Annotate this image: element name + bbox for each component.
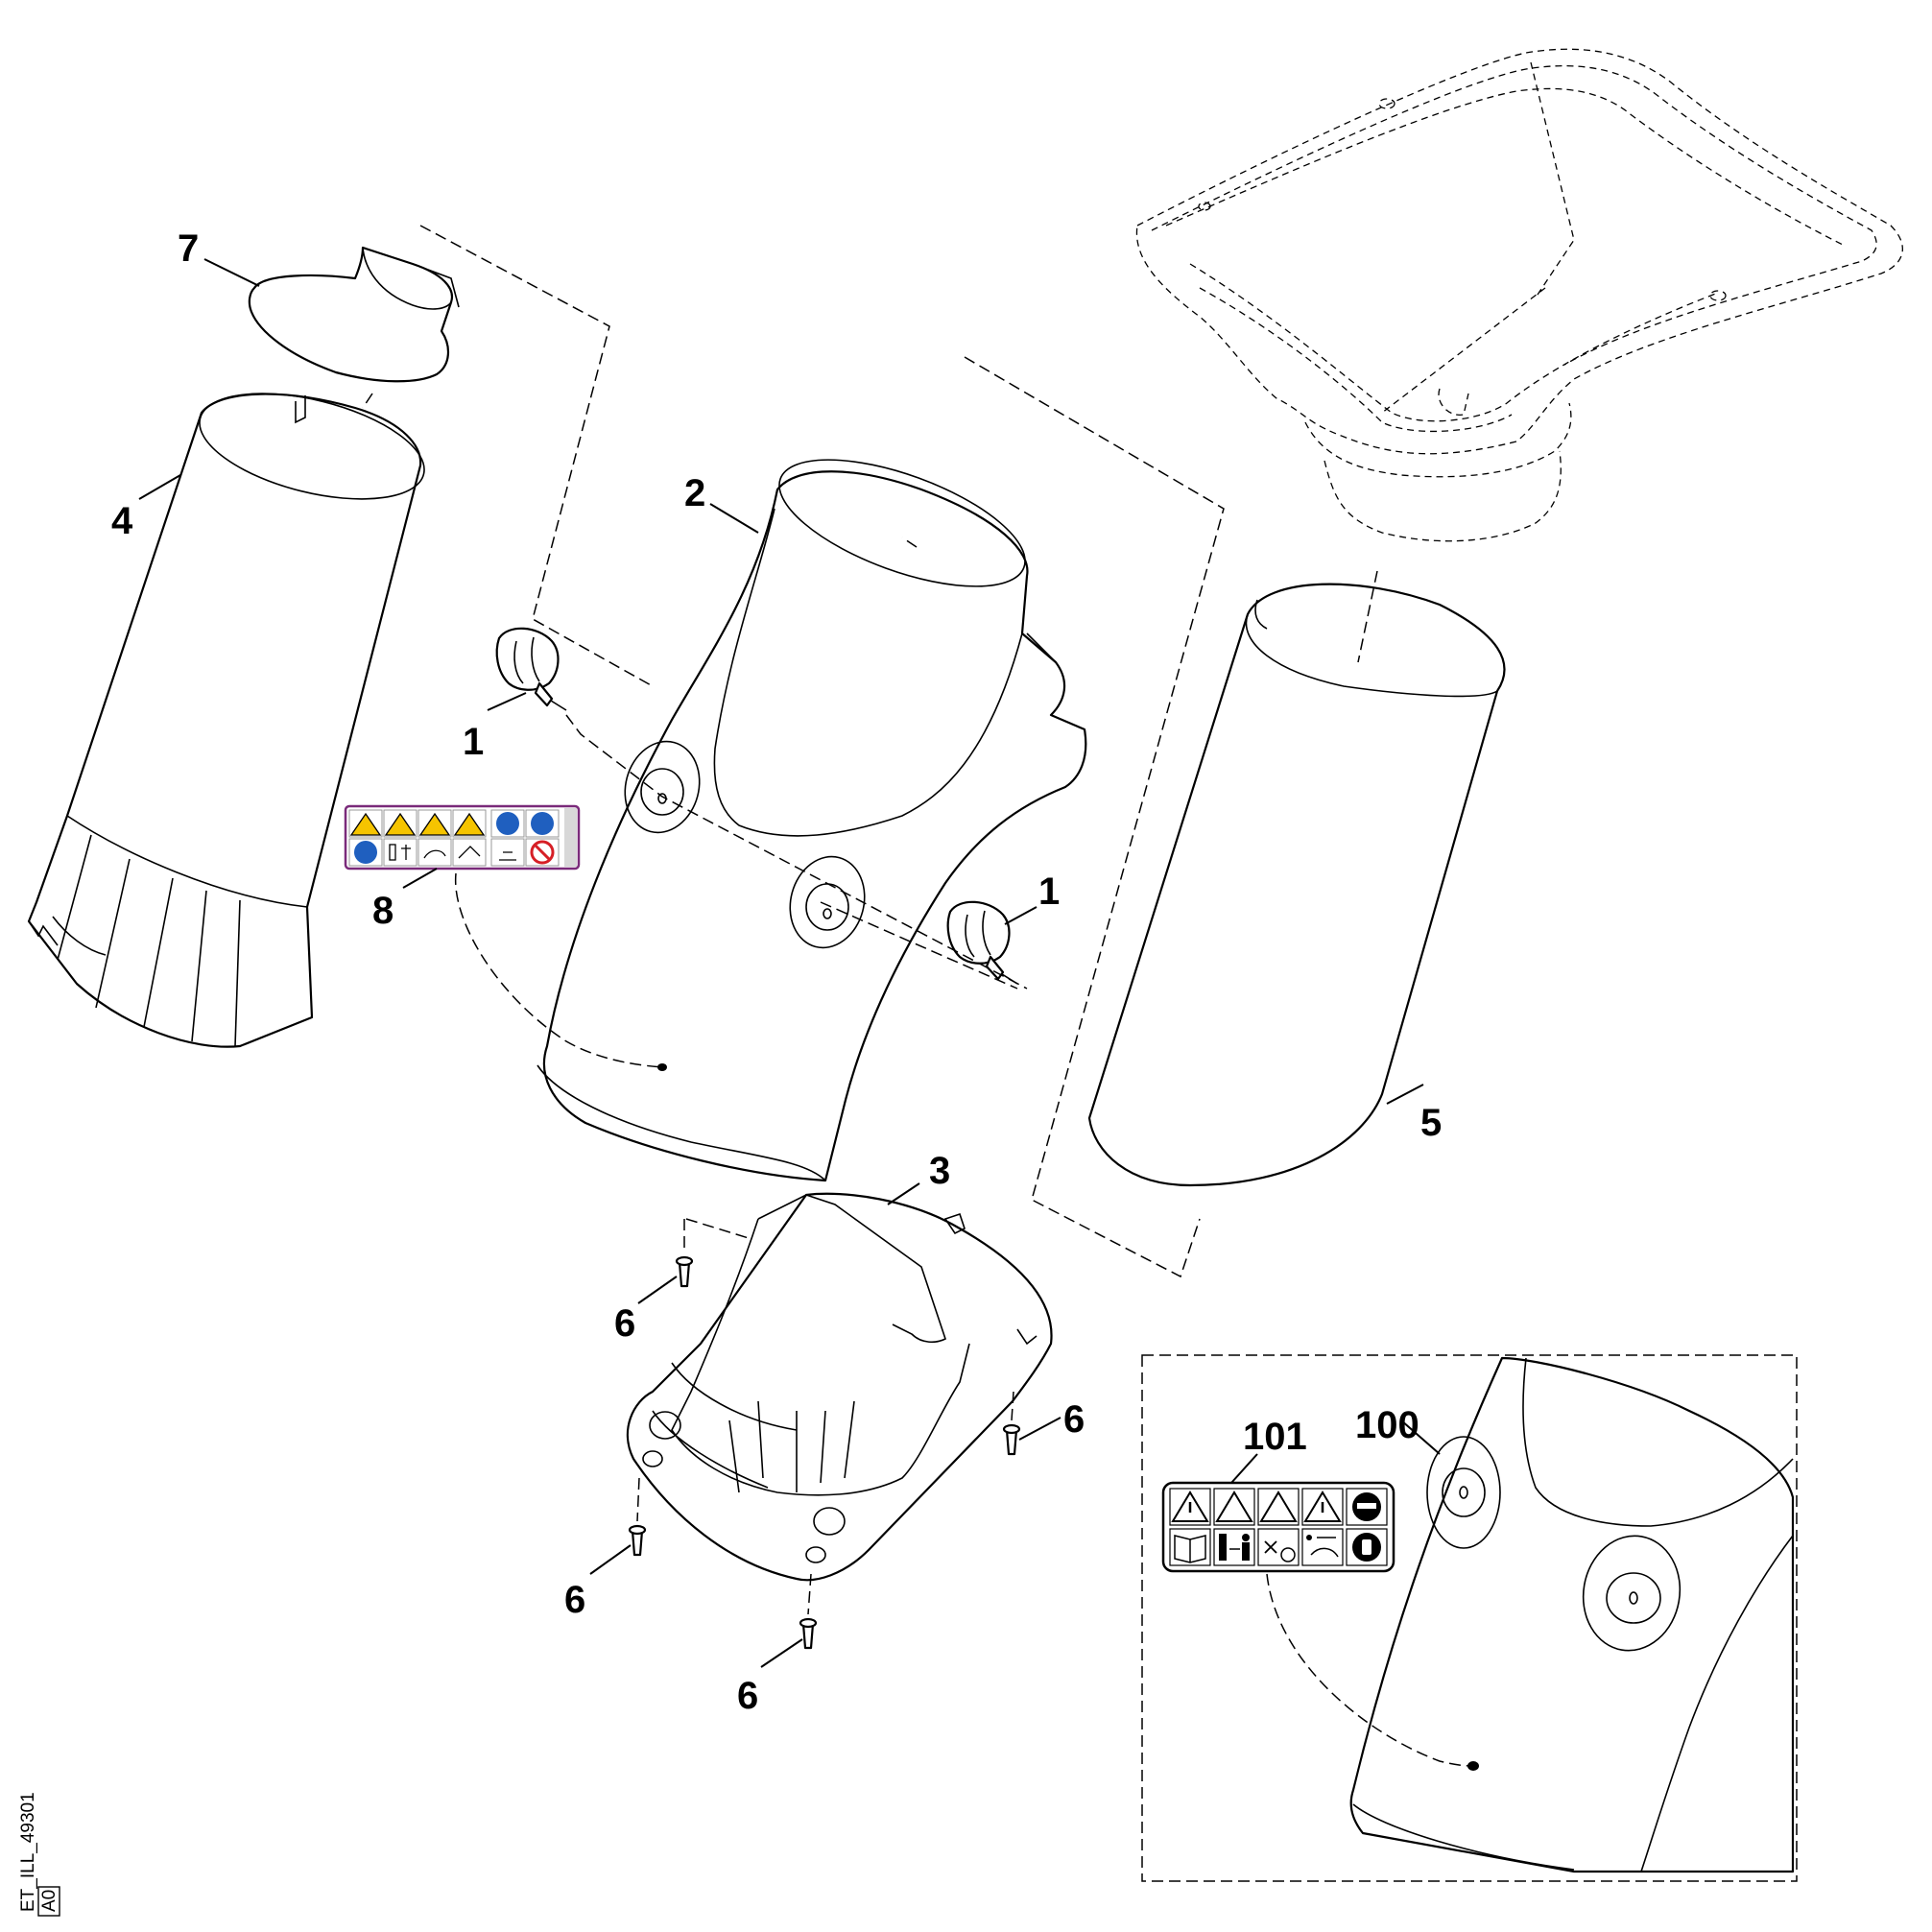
part-1-knob-lower — [946, 900, 1018, 985]
part-2-chute-housing — [537, 459, 1087, 1182]
wear-eye-ear-protection-icon — [1346, 1488, 1388, 1526]
drawing-code: ET_ILL_49301 — [18, 1792, 38, 1912]
part-4-chute-tube — [27, 393, 425, 1048]
part-101-safety-label — [1161, 1481, 1395, 1573]
callout-2: 2 — [684, 472, 705, 514]
leader-lines — [138, 258, 1441, 1668]
unplug-icon — [452, 838, 487, 867]
no-hands-icon — [1257, 1528, 1300, 1566]
part-8-safety-label — [344, 804, 581, 871]
warning-triangle-icon — [1301, 1488, 1344, 1526]
callout-3: 3 — [929, 1150, 950, 1192]
assembly-lines — [362, 225, 1378, 1615]
warning-hand-icon — [417, 809, 452, 838]
warning-thrown-objects-icon — [383, 809, 417, 838]
callout-5: 5 — [1420, 1102, 1442, 1144]
revision-code: A0 — [39, 1890, 60, 1912]
callout-labels: 7 4 2 1 1 8 5 3 6 6 6 6 101 100 — [111, 227, 1442, 1717]
no-entry-icon — [525, 838, 560, 867]
callout-8: 8 — [372, 890, 394, 932]
warning-triangle-icon — [452, 809, 487, 838]
part-3-base-adapter — [626, 1192, 1053, 1582]
part-5-sleeve-tube — [1087, 583, 1506, 1187]
callout-6-d: 6 — [737, 1675, 758, 1717]
inset-detail-panel — [1141, 1354, 1798, 1882]
unplug-icon — [1301, 1528, 1344, 1566]
part-1-knob-upper — [495, 627, 567, 711]
warning-triangle-icon — [348, 809, 383, 838]
callout-101: 101 — [1243, 1416, 1307, 1458]
rotating-blade-icon — [490, 838, 525, 867]
callout-1-upper: 1 — [463, 721, 484, 763]
part-7-cover-flap — [248, 246, 460, 383]
callout-7: 7 — [178, 227, 199, 270]
warning-thrown-objects-icon — [1213, 1488, 1255, 1526]
read-manual-icon — [417, 838, 452, 867]
callout-100: 100 — [1355, 1404, 1419, 1446]
callout-6-b: 6 — [1063, 1398, 1085, 1441]
callout-1-lower: 1 — [1038, 871, 1060, 913]
callout-4: 4 — [111, 500, 133, 542]
wear-goggles-icon — [348, 838, 383, 867]
wear-protection-icon — [490, 809, 525, 838]
callout-6-c: 6 — [564, 1579, 585, 1621]
drawing-code-block: ET_ILL_49301 A0 — [18, 1792, 60, 1917]
wear-gloves-icon — [525, 809, 560, 838]
part-6-screws — [628, 1255, 1021, 1650]
wear-gloves-icon — [1346, 1528, 1388, 1566]
callout-6-a: 6 — [614, 1302, 635, 1345]
keep-distance-icon — [1213, 1528, 1255, 1566]
read-manual-icon — [1169, 1528, 1211, 1566]
warning-triangle-icon — [1169, 1488, 1211, 1526]
hopper-phantom — [1135, 48, 1903, 542]
keep-distance-icon — [383, 838, 417, 867]
warning-hand-icon — [1257, 1488, 1300, 1526]
